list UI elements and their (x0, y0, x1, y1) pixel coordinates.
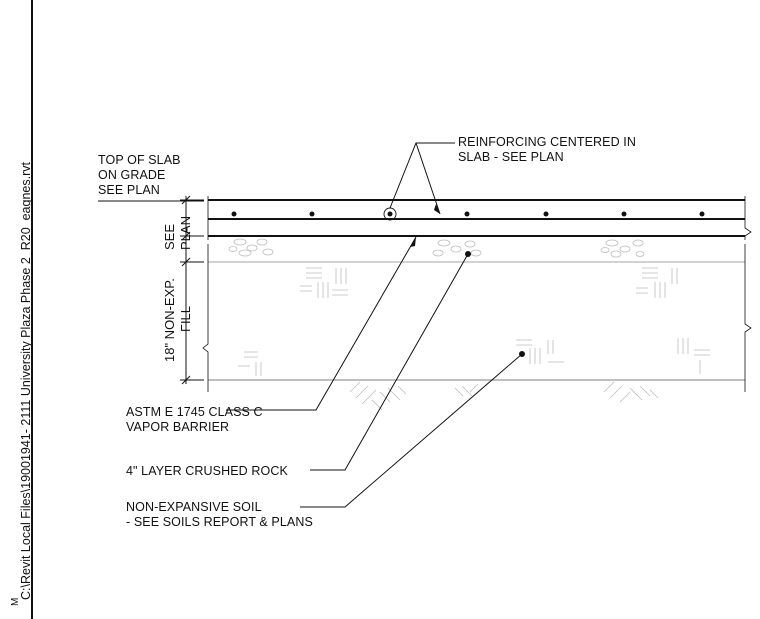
slab-lines (202, 196, 752, 392)
rebar-dots (231, 207, 705, 221)
top-of-slab-label: TOP OF SLAB ON GRADE SEE PLAN (98, 153, 181, 197)
reinforcing-label: REINFORCING CENTERED IN SLAB - SEE PLAN (458, 135, 637, 164)
vapor-barrier-label: ASTM E 1745 CLASS C VAPOR BARRIER (126, 405, 263, 434)
slab-dimension-label: SEE PLAN (162, 216, 193, 250)
sheet-border-line (31, 0, 33, 619)
leader-lines (226, 142, 523, 508)
fill-dimension-label: 18" NON-EXP. FILL (162, 278, 193, 362)
fill-hatch (238, 267, 710, 376)
native-soil-hatch (349, 381, 659, 411)
dimension-lines (98, 195, 204, 385)
soil-label: NON-EXPANSIVE SOIL - SEE SOILS REPORT & … (126, 500, 313, 529)
crushed-rock-label: 4" LAYER CRUSHED ROCK (126, 464, 288, 478)
leader-endpoints (410, 204, 525, 357)
crushed-rock-hatch (228, 238, 645, 258)
soil-hatch (228, 238, 710, 411)
